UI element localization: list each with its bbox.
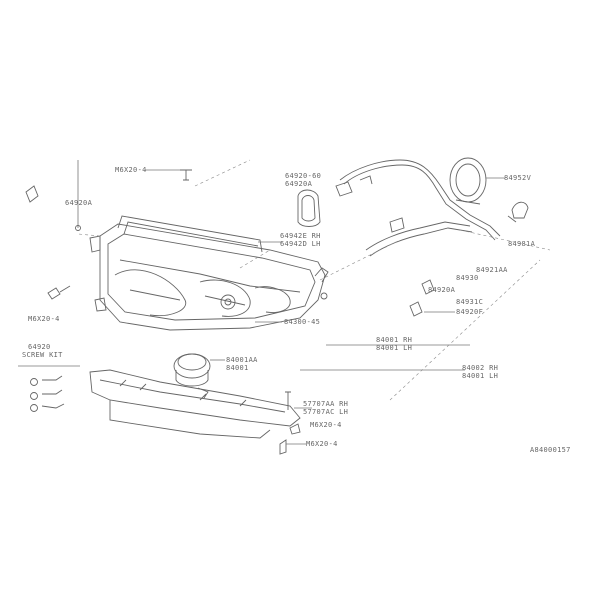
socket-icon — [173, 353, 211, 399]
label-screw-top: M6X20-4 — [115, 166, 147, 174]
bulb-icon — [507, 201, 529, 223]
label-bulb-right: 84981A — [508, 240, 536, 248]
connector-icon — [389, 217, 405, 233]
headlamp-assembly-drawing — [89, 215, 329, 331]
label-kit-title: 64920 — [28, 343, 51, 351]
label-socket-right: 84952V — [504, 174, 532, 182]
screw-icon — [180, 169, 192, 181]
screw-icon — [47, 285, 71, 300]
clip-icon — [25, 185, 39, 203]
label-retainer-b: 64920A — [285, 180, 313, 188]
label-lens-assembly: 84300-45 — [284, 318, 320, 326]
screw-icon — [279, 391, 301, 455]
screw-icon — [30, 375, 65, 412]
clip-icon — [297, 189, 321, 227]
connector-icon — [335, 175, 373, 197]
label-screw-left: M6X20-4 — [28, 315, 60, 323]
label-drawing-id: A84000157 — [530, 446, 571, 454]
socket-icon — [449, 157, 487, 205]
label-clip-bottom-right: 84931C — [456, 298, 483, 306]
clip-icon — [409, 279, 435, 317]
label-harness-b: 84930 — [456, 274, 479, 282]
screw-kit-legend: 64920 SCREW KIT — [18, 343, 80, 412]
label-nut-right: 84920F — [456, 308, 483, 316]
label-clip-a-left: 64920A — [65, 199, 93, 207]
label-kit-sub: SCREW KIT — [22, 351, 63, 359]
bracket-drawing — [89, 369, 301, 439]
label-clip-right: 84920A — [428, 286, 456, 294]
label-bolt-c: M6X20-4 — [306, 440, 338, 448]
label-retainer-a: 64920-60 — [285, 172, 321, 180]
label-bolt-b: M6X20-4 — [310, 421, 342, 429]
label-harness-a: 84921AA — [476, 266, 508, 274]
